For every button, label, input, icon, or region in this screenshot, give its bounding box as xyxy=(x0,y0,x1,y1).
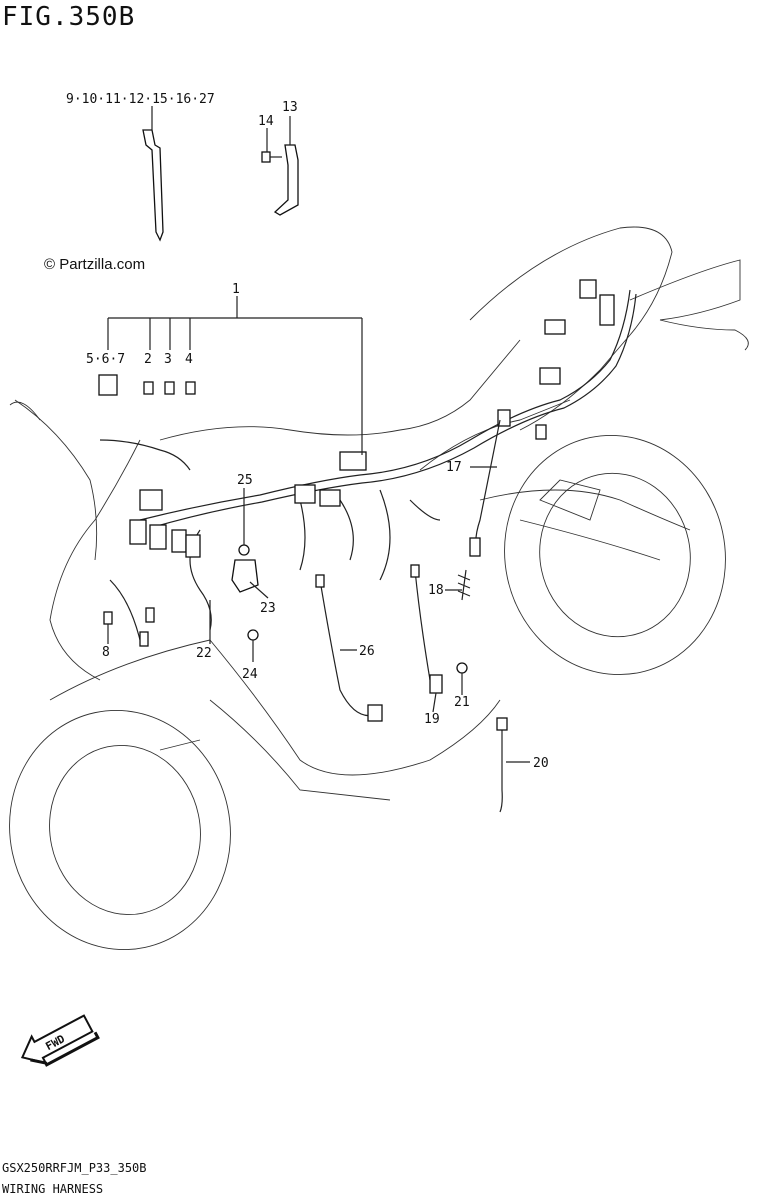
callout-21: 21 xyxy=(454,695,470,710)
callout-3: 3 xyxy=(164,352,172,367)
leader-lines xyxy=(107,106,530,763)
main-harness xyxy=(99,279,637,813)
callout-20: 20 xyxy=(533,756,549,771)
callout-14: 14 xyxy=(258,114,274,129)
grommet-21 xyxy=(456,662,468,674)
figure-code: GSX250RRFJM_P33_350B xyxy=(2,1161,147,1175)
watermark: © Partzilla.com xyxy=(44,256,146,273)
connector-8 xyxy=(103,607,155,647)
relay-5-6-7 xyxy=(98,374,118,396)
clamp-13 xyxy=(273,144,299,216)
figure-title: FIG.350B xyxy=(2,2,136,32)
callout-18: 18 xyxy=(428,583,444,598)
callout-4: 4 xyxy=(185,352,193,367)
figure-caption: WIRING HARNESS xyxy=(2,1182,104,1196)
callout-22: 22 xyxy=(196,646,212,661)
callout-2: 2 xyxy=(144,352,152,367)
callout-25: 25 xyxy=(237,473,253,488)
fuse-3 xyxy=(164,381,175,395)
callout-23: 23 xyxy=(260,601,276,616)
callout-26: 26 xyxy=(359,644,375,659)
callout-8: 8 xyxy=(102,645,110,660)
bolt-24 xyxy=(247,629,259,641)
fuse-4 xyxy=(185,381,196,395)
callout-13: 13 xyxy=(282,100,298,115)
nut-25 xyxy=(238,544,250,556)
motorcycle-outline xyxy=(9,226,749,951)
cable-tie-9-27 xyxy=(142,129,164,242)
fwd-arrow-icon: FWD xyxy=(20,1014,100,1067)
callout-19: 19 xyxy=(424,712,440,727)
callout-24: 24 xyxy=(242,667,258,682)
bracket-23 xyxy=(231,559,259,593)
callout-1: 1 xyxy=(232,282,240,297)
callout-9-27: 9·10·11·12·15·16·27 xyxy=(66,92,215,107)
callout-17: 17 xyxy=(446,460,462,475)
fuse-2 xyxy=(143,381,154,395)
bolt-14 xyxy=(261,151,282,163)
callout-5-6-7: 5·6·7 xyxy=(86,352,125,367)
